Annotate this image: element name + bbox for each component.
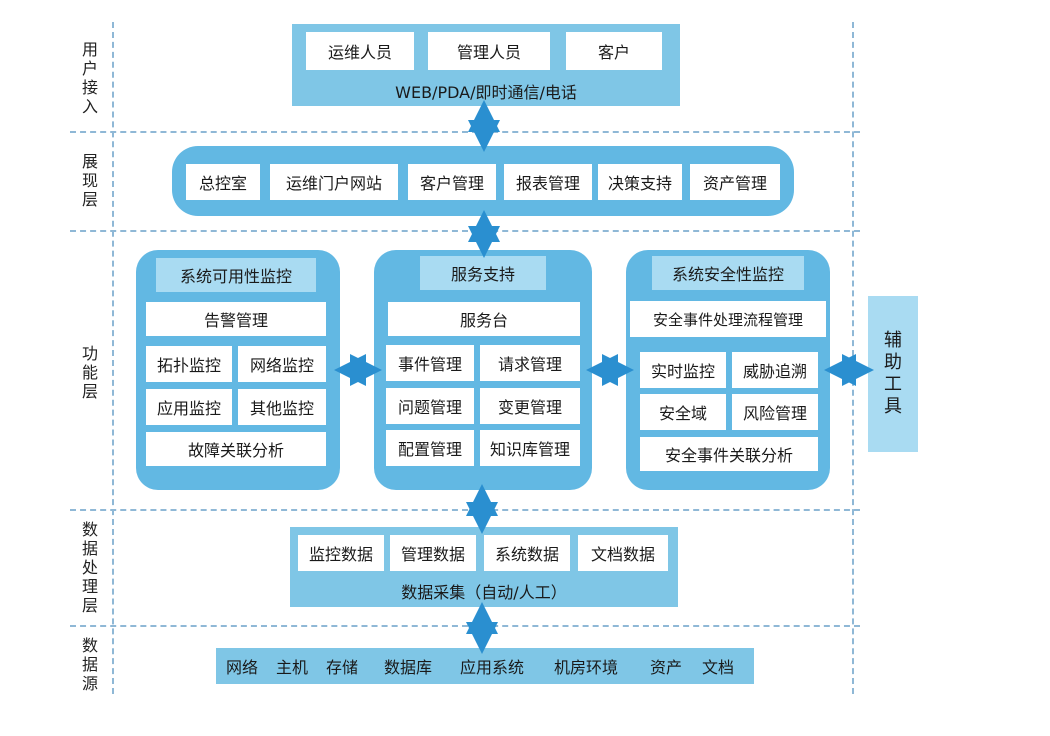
role-customers: 客户 (566, 32, 662, 70)
source-host: 主机 (276, 658, 309, 677)
layer-label-data-processing: 数据处理层 (81, 520, 98, 615)
source-documents: 文档 (702, 658, 735, 677)
availability-application: 应用监控 (146, 389, 232, 425)
data-source-band (216, 648, 754, 684)
aux-tools-char-3: 工 (884, 374, 902, 395)
divider-presentation-function (70, 230, 860, 232)
layer-label-presentation: 展现层 (81, 152, 98, 209)
security-realtime-monitor: 实时监控 (640, 352, 726, 388)
aux-tools-char-1: 辅 (884, 330, 902, 351)
layer-label-user-access: 用户接入 (81, 40, 98, 116)
source-database: 数据库 (384, 658, 433, 677)
availability-network: 网络监控 (238, 346, 326, 382)
presentation-asset-mgmt: 资产管理 (690, 164, 780, 200)
layer-label-data-source: 数据源 (81, 636, 98, 693)
data-documents: 文档数据 (578, 535, 668, 571)
service-problem-mgmt: 问题管理 (386, 388, 474, 424)
presentation-ops-portal: 运维门户网站 (270, 164, 398, 200)
presentation-decision-support: 决策支持 (598, 164, 682, 200)
availability-alarm-mgmt: 告警管理 (146, 302, 326, 336)
data-collection-label: 数据采集（自动/人工） (401, 583, 567, 602)
security-risk-mgmt: 风险管理 (732, 394, 818, 430)
role-ops-staff: 运维人员 (306, 32, 414, 70)
security-flow-mgmt: 安全事件处理流程管理 (630, 301, 826, 337)
availability-fault-analysis: 故障关联分析 (146, 432, 326, 466)
access-channel-label: WEB/PDA/即时通信/电话 (395, 83, 577, 102)
aux-tools-char-4: 具 (884, 396, 902, 417)
source-assets: 资产 (650, 658, 683, 677)
source-datacenter-env: 机房环境 (554, 658, 619, 677)
service-knowledge-mgmt: 知识库管理 (480, 430, 580, 466)
availability-title: 系统可用性监控 (156, 258, 316, 292)
service-incident-mgmt: 事件管理 (386, 345, 474, 381)
security-domain: 安全域 (640, 394, 726, 430)
presentation-control-room: 总控室 (186, 164, 260, 200)
service-change-mgmt: 变更管理 (480, 388, 580, 424)
aux-tools-box: 辅 助 工 具 (868, 296, 918, 452)
source-app-system: 应用系统 (460, 658, 525, 677)
data-management: 管理数据 (390, 535, 476, 571)
availability-other: 其他监控 (238, 389, 326, 425)
service-request-mgmt: 请求管理 (480, 345, 580, 381)
source-storage: 存储 (326, 658, 359, 677)
layer-label-function: 功能层 (81, 344, 98, 401)
service-config-mgmt: 配置管理 (386, 430, 474, 466)
aux-tools-char-2: 助 (884, 352, 902, 373)
presentation-report-mgmt: 报表管理 (504, 164, 592, 200)
data-system: 系统数据 (484, 535, 570, 571)
source-network: 网络 (226, 658, 259, 677)
security-title: 系统安全性监控 (652, 256, 804, 290)
presentation-customer-mgmt: 客户管理 (408, 164, 496, 200)
security-threat-trace: 威胁追溯 (732, 352, 818, 388)
service-title: 服务支持 (420, 256, 546, 290)
divider-function-data (70, 509, 860, 511)
divider-user-presentation (70, 131, 860, 133)
service-desk: 服务台 (388, 302, 580, 336)
divider-data-source (70, 625, 860, 627)
left-guide-line (112, 22, 114, 694)
role-managers: 管理人员 (428, 32, 550, 70)
security-event-analysis: 安全事件关联分析 (640, 437, 818, 471)
data-monitor: 监控数据 (298, 535, 384, 571)
availability-topology: 拓扑监控 (146, 346, 232, 382)
